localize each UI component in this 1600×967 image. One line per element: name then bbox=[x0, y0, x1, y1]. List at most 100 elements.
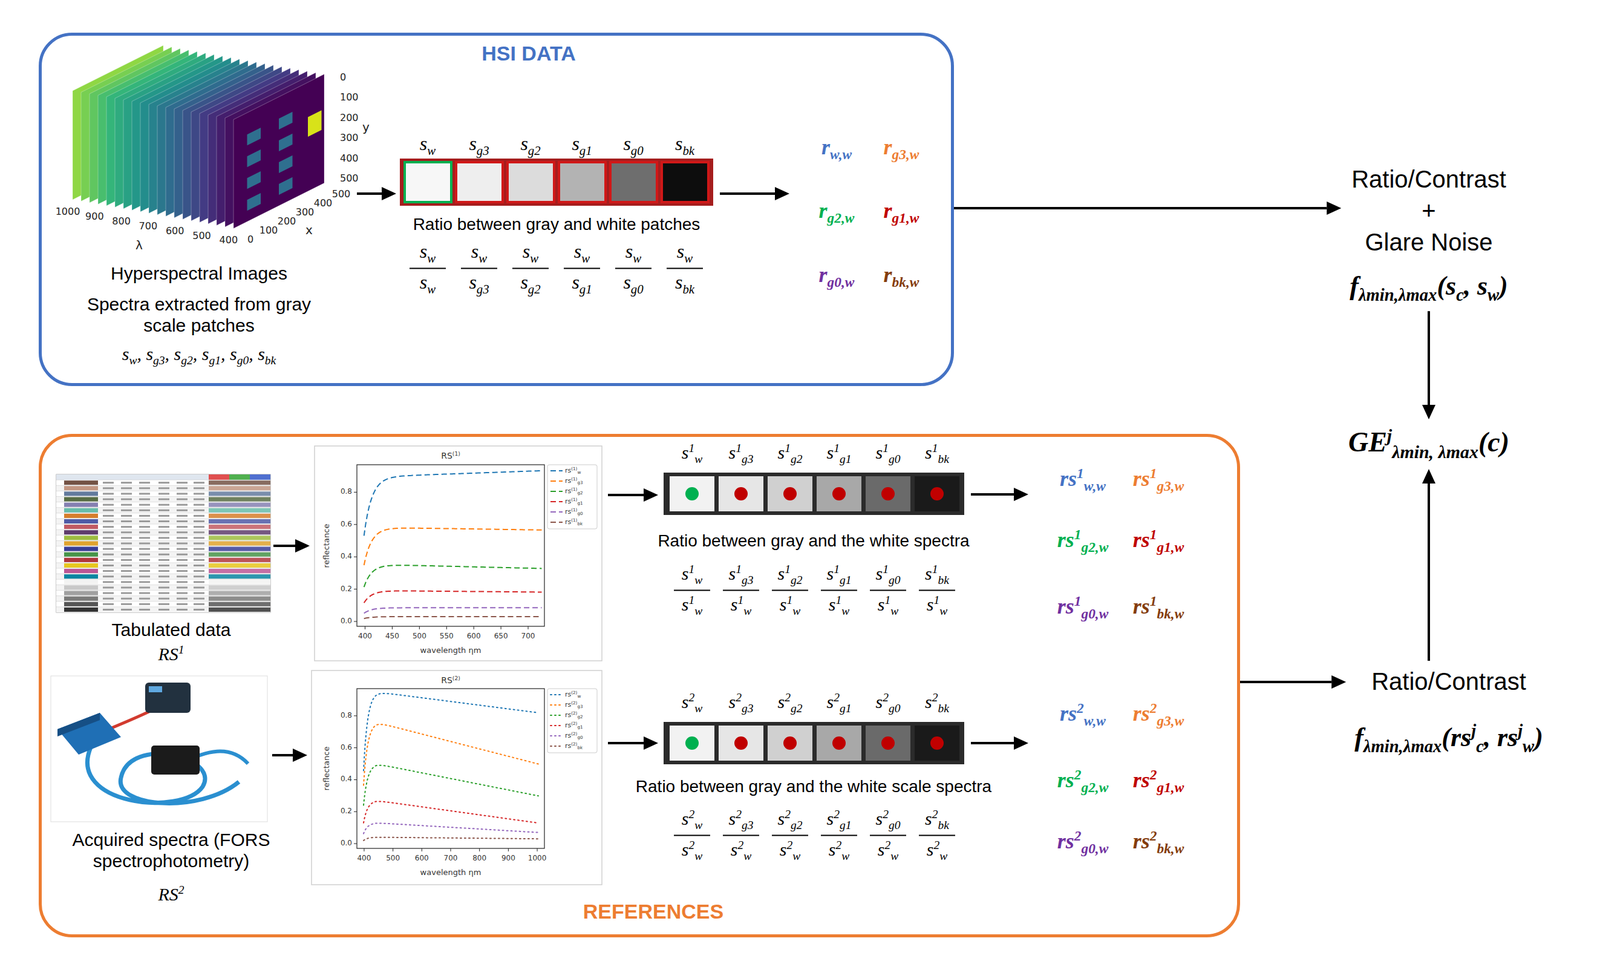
axis-label: wavelength ηm bbox=[420, 868, 482, 878]
tick-label: 400 bbox=[313, 197, 333, 209]
sample-dot bbox=[734, 486, 748, 501]
patch-region bbox=[247, 127, 262, 146]
table-grid bbox=[56, 578, 271, 580]
table-chip bbox=[64, 579, 98, 584]
subscript: bk bbox=[264, 353, 276, 367]
table-cell bbox=[120, 564, 132, 567]
table-row bbox=[56, 573, 271, 579]
table-row bbox=[56, 601, 271, 607]
subscript: λmin,λmax bbox=[1363, 736, 1442, 756]
table-row bbox=[56, 551, 271, 558]
superscript: 1 bbox=[933, 593, 940, 607]
sample-dot bbox=[783, 486, 797, 501]
fraction-term: sw bbox=[419, 240, 436, 265]
subscript: w,w bbox=[1084, 477, 1106, 494]
flow-arrow bbox=[607, 488, 659, 502]
table-row bbox=[56, 485, 271, 491]
ratio-symbol: rg1,w bbox=[883, 198, 920, 227]
axis-label: reflectance bbox=[322, 746, 332, 791]
table-cell bbox=[176, 608, 188, 611]
legend-entry: rs(2)g2 bbox=[564, 710, 583, 720]
fraction-term: s2w bbox=[681, 838, 703, 863]
superscript: 2 bbox=[688, 807, 695, 821]
table-chip bbox=[208, 563, 271, 568]
legend-entry: rs(1)g0 bbox=[564, 507, 583, 517]
fraction-bar bbox=[460, 267, 498, 270]
caption-text: Spectra extracted from gray scale patche… bbox=[84, 293, 314, 336]
spectrum-curve bbox=[363, 724, 539, 786]
subscript: g1,w bbox=[892, 209, 920, 226]
subscript: w bbox=[841, 849, 850, 863]
table-cell bbox=[139, 586, 151, 588]
table-row bbox=[56, 479, 271, 486]
fraction-term: s1g0 bbox=[875, 562, 901, 587]
table-cell bbox=[102, 492, 114, 495]
table-cell bbox=[102, 481, 114, 484]
flow-arrow-line bbox=[272, 753, 293, 757]
subscript: bk bbox=[682, 143, 695, 158]
table-cell bbox=[139, 558, 151, 561]
tick-label: 0.8 bbox=[340, 711, 353, 720]
tick-label: 0.4 bbox=[340, 552, 353, 561]
table-chip bbox=[64, 607, 98, 612]
process-text: Ratio/Contrast+Glare Noisefλmin,λmax(sc,… bbox=[1341, 158, 1516, 311]
gray-patch bbox=[718, 725, 764, 761]
ratio-symbol: rs1w,w bbox=[1059, 465, 1106, 495]
table-grid bbox=[56, 506, 271, 508]
table-cell bbox=[158, 569, 170, 572]
superscript: j bbox=[1471, 721, 1476, 740]
tick-label: 400 bbox=[219, 234, 239, 246]
subscript: g2 bbox=[790, 573, 803, 587]
table-grid bbox=[56, 545, 271, 547]
table-cell bbox=[158, 509, 170, 512]
patch-label: s2g0 bbox=[875, 690, 901, 716]
legend-sample bbox=[550, 511, 563, 513]
table-cell bbox=[176, 564, 188, 567]
table-cell bbox=[176, 548, 188, 550]
table-grid bbox=[56, 517, 271, 519]
tick-label: 1000 bbox=[55, 206, 81, 218]
gray-patch bbox=[718, 476, 764, 512]
table-cell bbox=[176, 542, 188, 545]
table-chip bbox=[64, 540, 98, 546]
table-cell bbox=[158, 536, 170, 539]
table-cell bbox=[120, 575, 132, 578]
superscript: (2) bbox=[571, 730, 578, 737]
table-cell bbox=[102, 498, 114, 501]
superscript: 2 bbox=[933, 838, 940, 852]
plot-title: RS(2) bbox=[440, 675, 461, 685]
table-grid bbox=[56, 479, 271, 481]
subscript: g0 bbox=[630, 143, 644, 158]
flow-arrow-head bbox=[381, 186, 397, 201]
table-chip bbox=[208, 491, 271, 496]
subscript: g3 bbox=[741, 452, 754, 466]
subscript: w bbox=[1487, 285, 1499, 305]
subscript: λmin, λmax bbox=[1391, 441, 1479, 462]
table-cell bbox=[158, 592, 170, 595]
table-chip bbox=[208, 546, 271, 552]
tick-mark bbox=[391, 626, 393, 630]
tick-mark bbox=[479, 848, 480, 852]
tick-label: 0.0 bbox=[340, 617, 353, 626]
fraction-term: s1w bbox=[828, 593, 850, 618]
subscript: bk bbox=[938, 818, 950, 832]
table-cell bbox=[102, 575, 114, 578]
superscript: 1 bbox=[784, 441, 791, 455]
tick-label: 600 bbox=[414, 854, 429, 863]
tick-mark bbox=[353, 523, 357, 525]
flow-arrow-head bbox=[643, 488, 659, 502]
connector-head bbox=[1331, 675, 1346, 689]
table-chip bbox=[64, 557, 98, 562]
node-text: Ratio/Contrast bbox=[1349, 163, 1508, 195]
subscript: w bbox=[478, 251, 487, 265]
table-cell bbox=[193, 553, 205, 556]
subscript: g1 bbox=[839, 573, 852, 587]
superscript: 2 bbox=[833, 807, 840, 821]
patch-label: s1g1 bbox=[826, 441, 852, 466]
superscript: 2 bbox=[688, 690, 695, 704]
tick-label: 400 bbox=[358, 632, 373, 641]
subscript: λmin,λmax bbox=[1358, 285, 1437, 305]
subscript: w,w bbox=[1084, 712, 1106, 729]
fraction-term: sw bbox=[574, 240, 590, 265]
table-row bbox=[56, 490, 271, 497]
